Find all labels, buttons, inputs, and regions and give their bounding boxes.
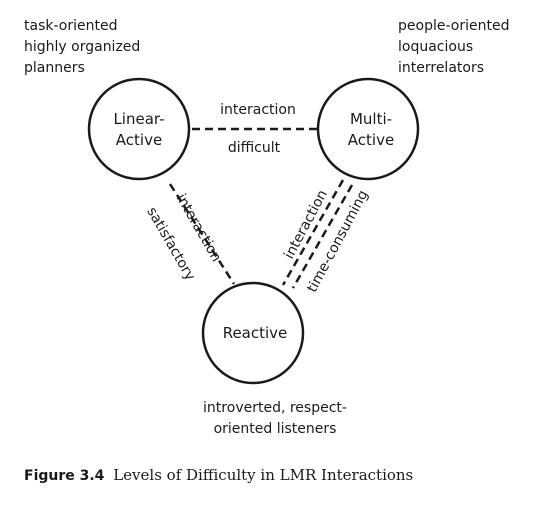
reactive-description: introverted, respect- oriented listeners bbox=[170, 398, 380, 440]
node-multi-active-label-1: Multi- bbox=[350, 110, 392, 128]
description-line: highly organized bbox=[24, 39, 141, 55]
node-reactive-label: Reactive bbox=[223, 324, 288, 342]
description-line: introverted, respect- bbox=[203, 400, 347, 416]
node-multi-active bbox=[316, 77, 420, 181]
node-linear-active-label-1: Linear- bbox=[113, 110, 164, 128]
link-linear-multi-label-2: difficult bbox=[228, 140, 281, 156]
description-line: task-oriented bbox=[24, 18, 118, 34]
connector-linear-reactive bbox=[168, 183, 236, 285]
description-line: planners bbox=[24, 60, 85, 76]
node-reactive bbox=[201, 281, 305, 385]
figure-number: Figure 3.4 bbox=[24, 468, 105, 484]
description-line: oriented listeners bbox=[213, 421, 337, 437]
linear-active-description: task-oriented highly organized planners bbox=[24, 16, 140, 79]
node-multi-active-label-2: Active bbox=[348, 131, 394, 149]
node-linear-active bbox=[87, 77, 191, 181]
node-linear-active-label-2: Active bbox=[116, 131, 162, 149]
description-line: interrelators bbox=[398, 60, 485, 76]
figure-title: Levels of Difficulty in LMR Interactions bbox=[113, 466, 414, 484]
connector-multi-reactive-b bbox=[291, 184, 354, 289]
multi-active-description: people-oriented loquacious interrelators bbox=[398, 16, 534, 79]
description-line: people-oriented bbox=[398, 18, 510, 34]
link-linear-multi-label-1: interaction bbox=[220, 102, 296, 118]
description-line: loquacious bbox=[398, 39, 474, 55]
figure-caption: Figure 3.4 Levels of Difficulty in LMR I… bbox=[24, 466, 413, 484]
connector-multi-reactive-a bbox=[281, 179, 345, 286]
